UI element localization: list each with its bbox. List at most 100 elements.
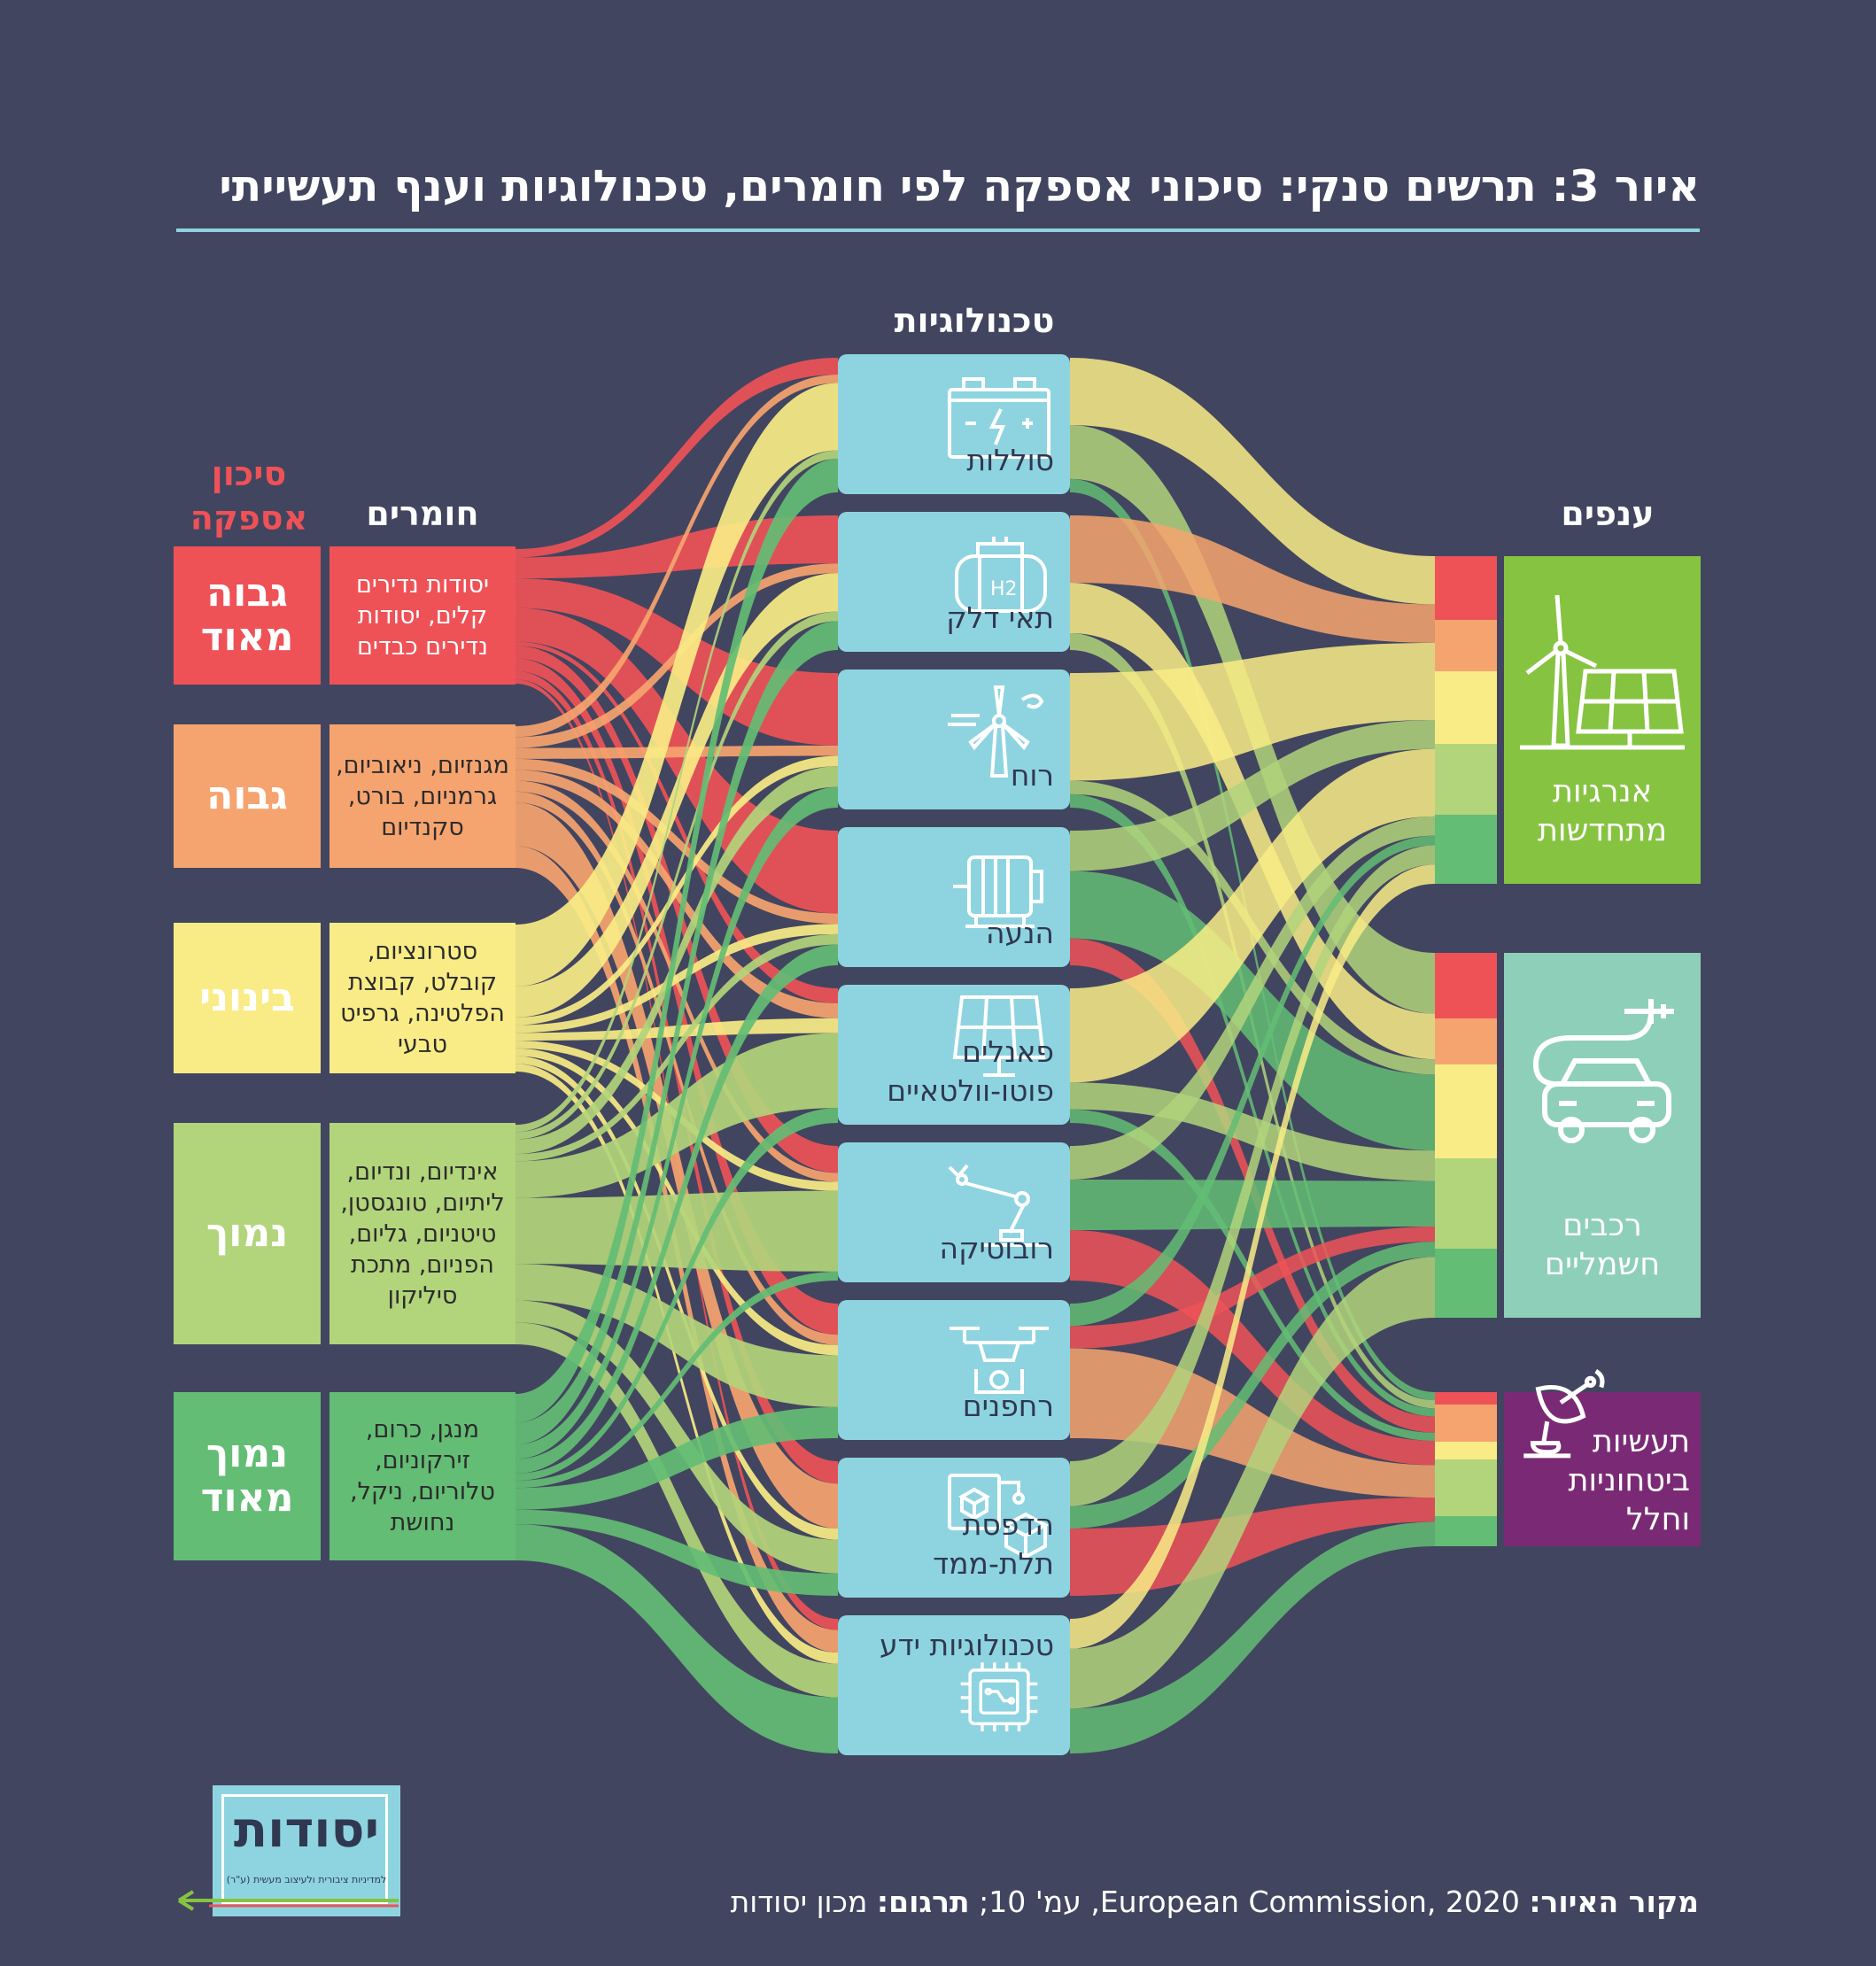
tech-box-photovoltaic: פאנלים פוטו-וולטאיים: [838, 985, 1070, 1125]
flow-material-3-tech-2: [516, 766, 838, 1155]
flow-tech-2-industry-0: [1070, 642, 1435, 781]
tech-label-3d-printing: הדפסת תלת-ממד: [933, 1507, 1054, 1581]
flow-tech-4-industry-2: [1070, 1109, 1435, 1441]
flow-tech-7-industry-1: [1070, 1242, 1435, 1529]
3d-printer-icon: [948, 1474, 1050, 1560]
tech-label-robotics: רובוטיקה: [939, 1231, 1054, 1266]
footer-translation-text: מכון יסודות: [730, 1885, 868, 1919]
flow-material-2-tech-8: [516, 1064, 838, 1664]
risk-header: סיכון אספקה: [190, 454, 308, 538]
battery-icon: [948, 377, 1050, 459]
materials-box-low: אינדיום, ונדיום, ליתיום, טונגסטן, טיטניו…: [329, 1123, 516, 1344]
strip-ev-medium: [1435, 1064, 1497, 1158]
flow-tech-5-industry-1: [1070, 1180, 1435, 1230]
tech-box-fuel-cells: H2 תאי דלק: [838, 512, 1070, 652]
robot-arm-icon: [948, 1164, 1049, 1247]
tech-box-wind: רוח: [838, 670, 1070, 809]
flow-material-3-tech-3: [516, 933, 838, 1162]
risk-box-high: גבוה: [174, 724, 321, 868]
materials-header: חומרים: [366, 494, 479, 533]
flow-material-0-tech-6: [516, 658, 838, 1335]
flow-material-2-tech-0: [516, 383, 838, 987]
flow-material-0-tech-7: [516, 670, 838, 1484]
logo-name: יסודות: [233, 1801, 380, 1859]
footer-source: מקור האיור: European Commission, 2020, ע…: [547, 1885, 1699, 1919]
strip-renewables-high: [1435, 620, 1497, 671]
flow-tech-4-industry-0: [1070, 748, 1435, 1083]
flow-tech-1-industry-0: [1070, 515, 1435, 643]
flow-material-4-tech-6: [516, 1406, 838, 1510]
title-divider: [176, 228, 1700, 232]
flow-tech-1-industry-1: [1070, 583, 1435, 1060]
logo-frame: [221, 1794, 388, 1904]
flow-material-3-tech-0: [516, 450, 838, 1133]
footer-translation-label: תרגום:: [876, 1885, 970, 1919]
industry-box-ev: רכבים חשמליים: [1504, 953, 1701, 1318]
tech-label-digital: טכנולוגיות ידע: [879, 1628, 1054, 1662]
solar-panel-icon: [952, 995, 1046, 1077]
flow-material-1-tech-7: [516, 802, 838, 1529]
tech-box-digital: טכנולוגיות ידע: [838, 1615, 1070, 1755]
risk-box-very-high: גבוה מאוד: [174, 546, 321, 685]
tech-label-photovoltaic: פאנלים פוטו-וולטאיים: [887, 1034, 1054, 1108]
risk-box-very-low: נמוך מאוד: [174, 1392, 321, 1560]
electric-car-icon: [1532, 999, 1674, 1143]
flow-material-1-tech-2: [516, 745, 838, 759]
flow-tech-3-industry-0: [1070, 720, 1435, 871]
flow-tech-4-industry-1: [1070, 1082, 1435, 1181]
strip-defense-very-high: [1435, 1392, 1497, 1405]
flow-tech-7-industry-0: [1070, 845, 1435, 1506]
hydrogen-tank-icon: H2: [955, 537, 1047, 613]
tech-box-propulsion: הנעה: [838, 827, 1070, 967]
flow-material-2-tech-3: [516, 924, 838, 1033]
tech-box-drones: רחפנים: [838, 1300, 1070, 1440]
materials-box-high: מגנזיום, ניאוביום, גרמניום, בורט, סקנדיו…: [329, 724, 516, 868]
strip-defense-very-low: [1435, 1516, 1497, 1546]
materials-box-medium: סטרונציום, קובלט, קבוצת הפלטינה, גרפיט ט…: [329, 923, 516, 1073]
drone-icon: [950, 1327, 1049, 1394]
flow-tech-8-industry-0: [1070, 864, 1435, 1649]
flow-material-0-tech-4: [516, 641, 838, 1003]
industry-label-ev: רכבים חשמליים: [1544, 1208, 1661, 1282]
strip-renewables-very-high: [1435, 556, 1497, 620]
flow-tech-6-industry-1: [1070, 1227, 1435, 1349]
flow-material-1-tech-0: [516, 375, 838, 738]
flow-tech-3-industry-1: [1070, 871, 1435, 1151]
tech-label-batteries: סוללות: [966, 443, 1054, 477]
motor-icon: [953, 855, 1043, 928]
footer-source-label: מקור האיור:: [1529, 1885, 1699, 1919]
svg-text:H2: H2: [990, 578, 1018, 600]
flow-material-0-tech-0: [516, 358, 838, 558]
strip-renewables-low: [1435, 744, 1497, 815]
branches-header: ענפים: [1561, 494, 1655, 533]
flow-tech-5-industry-2: [1070, 1230, 1435, 1466]
flow-material-1-tech-3: [516, 758, 838, 925]
flow-tech-7-industry-2: [1070, 1498, 1435, 1596]
risk-box-medium: בינוני: [174, 923, 321, 1073]
flow-tech-6-industry-0: [1070, 835, 1435, 1327]
page-title: איור 3: תרשים סנקי: סיכוני אספקה לפי חומ…: [219, 161, 1700, 212]
tech-box-3d-printing: הדפסת תלת-ממד: [838, 1458, 1070, 1598]
flow-material-3-tech-8: [516, 1322, 838, 1698]
flow-material-0-tech-3: [516, 608, 838, 914]
flow-material-2-tech-2: [516, 755, 838, 1026]
industry-label-defense: תעשיות ביטחוניות וחלל: [1568, 1424, 1690, 1537]
flow-material-3-tech-5: [516, 1190, 838, 1272]
tech-label-wind: רוח: [1010, 758, 1054, 793]
flow-tech-5-industry-0: [1070, 816, 1435, 1180]
flow-material-0-tech-5: [516, 646, 838, 1173]
yesodot-logo: יסודות למדיניות ציבורית ולעיצוב מעשית (ע…: [213, 1785, 400, 1916]
flow-material-3-tech-1: [516, 611, 838, 1140]
strip-ev-high: [1435, 1018, 1497, 1064]
strip-ev-low: [1435, 1158, 1497, 1249]
chip-icon: [960, 1662, 1038, 1732]
wind-turbine-icon: [948, 685, 1044, 778]
industry-box-renewables: אנרגיות מתחדשות: [1504, 556, 1701, 884]
flow-material-4-tech-1: [516, 621, 838, 1445]
flow-material-4-tech-0: [516, 459, 838, 1423]
strip-ev-very-high: [1435, 953, 1497, 1018]
strip-defense-low: [1435, 1459, 1497, 1516]
flow-tech-8-industry-1: [1070, 1257, 1435, 1709]
strip-ev-very-low: [1435, 1249, 1497, 1318]
flow-tech-0-industry-0: [1070, 358, 1435, 605]
